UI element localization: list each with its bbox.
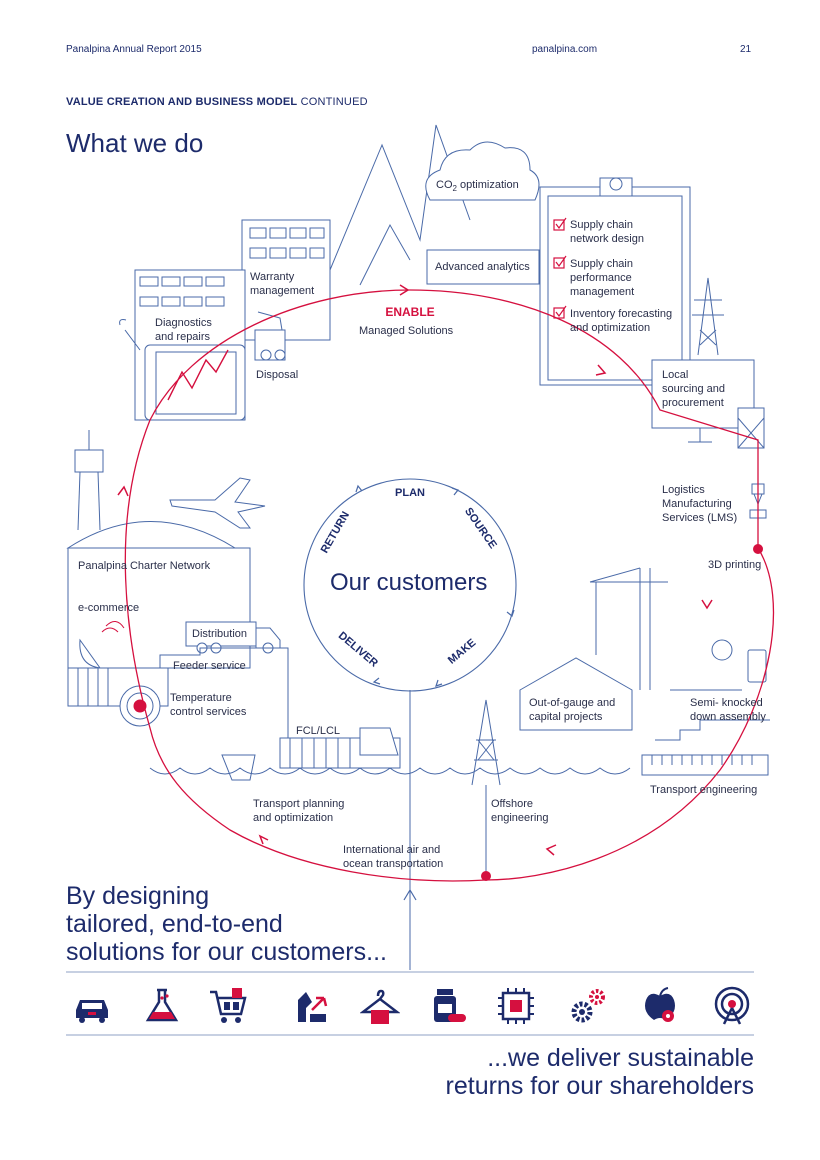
page-title: What we do xyxy=(66,128,204,158)
gears-icon xyxy=(571,989,605,1023)
transport-planning-label: Transport planning and optimization xyxy=(253,798,345,824)
crane-illustration xyxy=(589,567,668,690)
printing-node xyxy=(753,544,763,554)
hanger-icon xyxy=(360,989,400,1024)
international-label: International air and ocean transportati… xyxy=(343,844,444,870)
warranty-label: Warranty management xyxy=(250,271,315,297)
cycle-make: MAKE xyxy=(446,637,479,667)
transport-node xyxy=(481,871,491,881)
lms-label: Logistics Manufacturing Services (LMS) xyxy=(662,484,738,524)
tagline-top: By designing tailored, end-to-end soluti… xyxy=(66,882,387,966)
diagnostics-label: Diagnostics and repairs xyxy=(155,317,212,343)
wrench-illustration xyxy=(119,319,141,351)
airplane-illustration xyxy=(169,477,266,529)
cycle-deliver: DELIVER xyxy=(336,630,380,670)
factory-illustration xyxy=(641,639,770,776)
disposal-label: Disposal xyxy=(256,369,299,381)
co2-label: CO2 optimization xyxy=(436,178,519,196)
checklist-item-2: Supply chain performance management xyxy=(570,258,635,298)
outer-cycle-arrows xyxy=(117,284,713,856)
checklist-item-1: Supply chain network design xyxy=(570,219,644,245)
3d-printing-label: 3D printing xyxy=(708,559,762,571)
distribution-label: Distribution xyxy=(192,628,248,640)
truck-illustration xyxy=(185,621,281,654)
feeder-steps xyxy=(159,647,289,740)
enable-label: ENABLE xyxy=(385,305,434,319)
shopping-cart-icon xyxy=(210,988,247,1023)
outer-cycle-arc xyxy=(124,289,775,882)
out-of-gauge-label: Out-of-gauge and capital projects xyxy=(529,697,616,723)
checklist-item-3: Inventory forecasting and optimization xyxy=(570,308,673,334)
section-title-bold: VALUE CREATION AND BUSINESS MODEL xyxy=(66,96,298,108)
chip-icon xyxy=(498,988,534,1024)
center-title: Our customers xyxy=(330,569,488,596)
oil-rig-illustration xyxy=(471,699,501,786)
analytics-box xyxy=(426,249,540,285)
tagline-bottom: ...we deliver sustainable returns for ou… xyxy=(445,1044,754,1100)
machinery-icon xyxy=(298,992,328,1022)
ecommerce-label: e-commerce xyxy=(78,602,140,614)
warranty-building xyxy=(241,219,331,341)
page-number: 21 xyxy=(740,44,752,55)
checkbox-icons xyxy=(553,217,567,319)
monitor-illustration xyxy=(651,359,765,449)
control-tower xyxy=(74,430,104,531)
flask-icon xyxy=(145,988,179,1022)
charter-network-label: Panalpina Charter Network xyxy=(78,560,211,572)
fcl-label: FCL/LCL xyxy=(296,725,341,737)
feeder-label: Feeder service xyxy=(173,660,246,672)
car-icon xyxy=(76,1000,108,1023)
cycle-source: SOURCE xyxy=(462,506,499,551)
local-sourcing-label: Local sourcing and procurement xyxy=(662,369,725,409)
cloud-illustration xyxy=(425,141,540,201)
report-title: Panalpina Annual Report 2015 xyxy=(66,44,202,55)
co2-suffix: optimization xyxy=(456,179,519,191)
cycle-return: RETURN xyxy=(319,510,352,556)
water-waves xyxy=(149,767,631,775)
inner-cycle-arrows xyxy=(355,484,515,687)
pylon-illustration xyxy=(692,277,724,356)
cycle-plan: PLAN xyxy=(395,487,425,499)
semi-knocked-label: Semi- knocked down assembly xyxy=(690,697,766,723)
disposal-bin xyxy=(254,311,286,361)
section-title: VALUE CREATION AND BUSINESS MODEL CONTIN… xyxy=(66,96,368,108)
header-url[interactable]: panalpina.com xyxy=(532,44,598,55)
capital-project-house xyxy=(519,657,633,731)
section-title-light: CONTINUED xyxy=(300,96,368,108)
enable-subtitle: Managed Solutions xyxy=(359,325,454,337)
co2-subscript: 2 xyxy=(452,184,457,194)
transport-engineering-label: Transport engineering xyxy=(650,784,758,796)
tablet-illustration xyxy=(144,344,246,421)
advanced-analytics-label: Advanced analytics xyxy=(435,261,530,273)
signal-tower-icon xyxy=(714,986,750,1025)
medicine-icon xyxy=(434,989,466,1022)
co2-prefix: CO xyxy=(436,179,453,191)
temperature-label: Temperature control services xyxy=(170,692,247,718)
agriculture-icon xyxy=(645,987,675,1022)
offshore-label: Offshore engineering xyxy=(491,798,549,824)
